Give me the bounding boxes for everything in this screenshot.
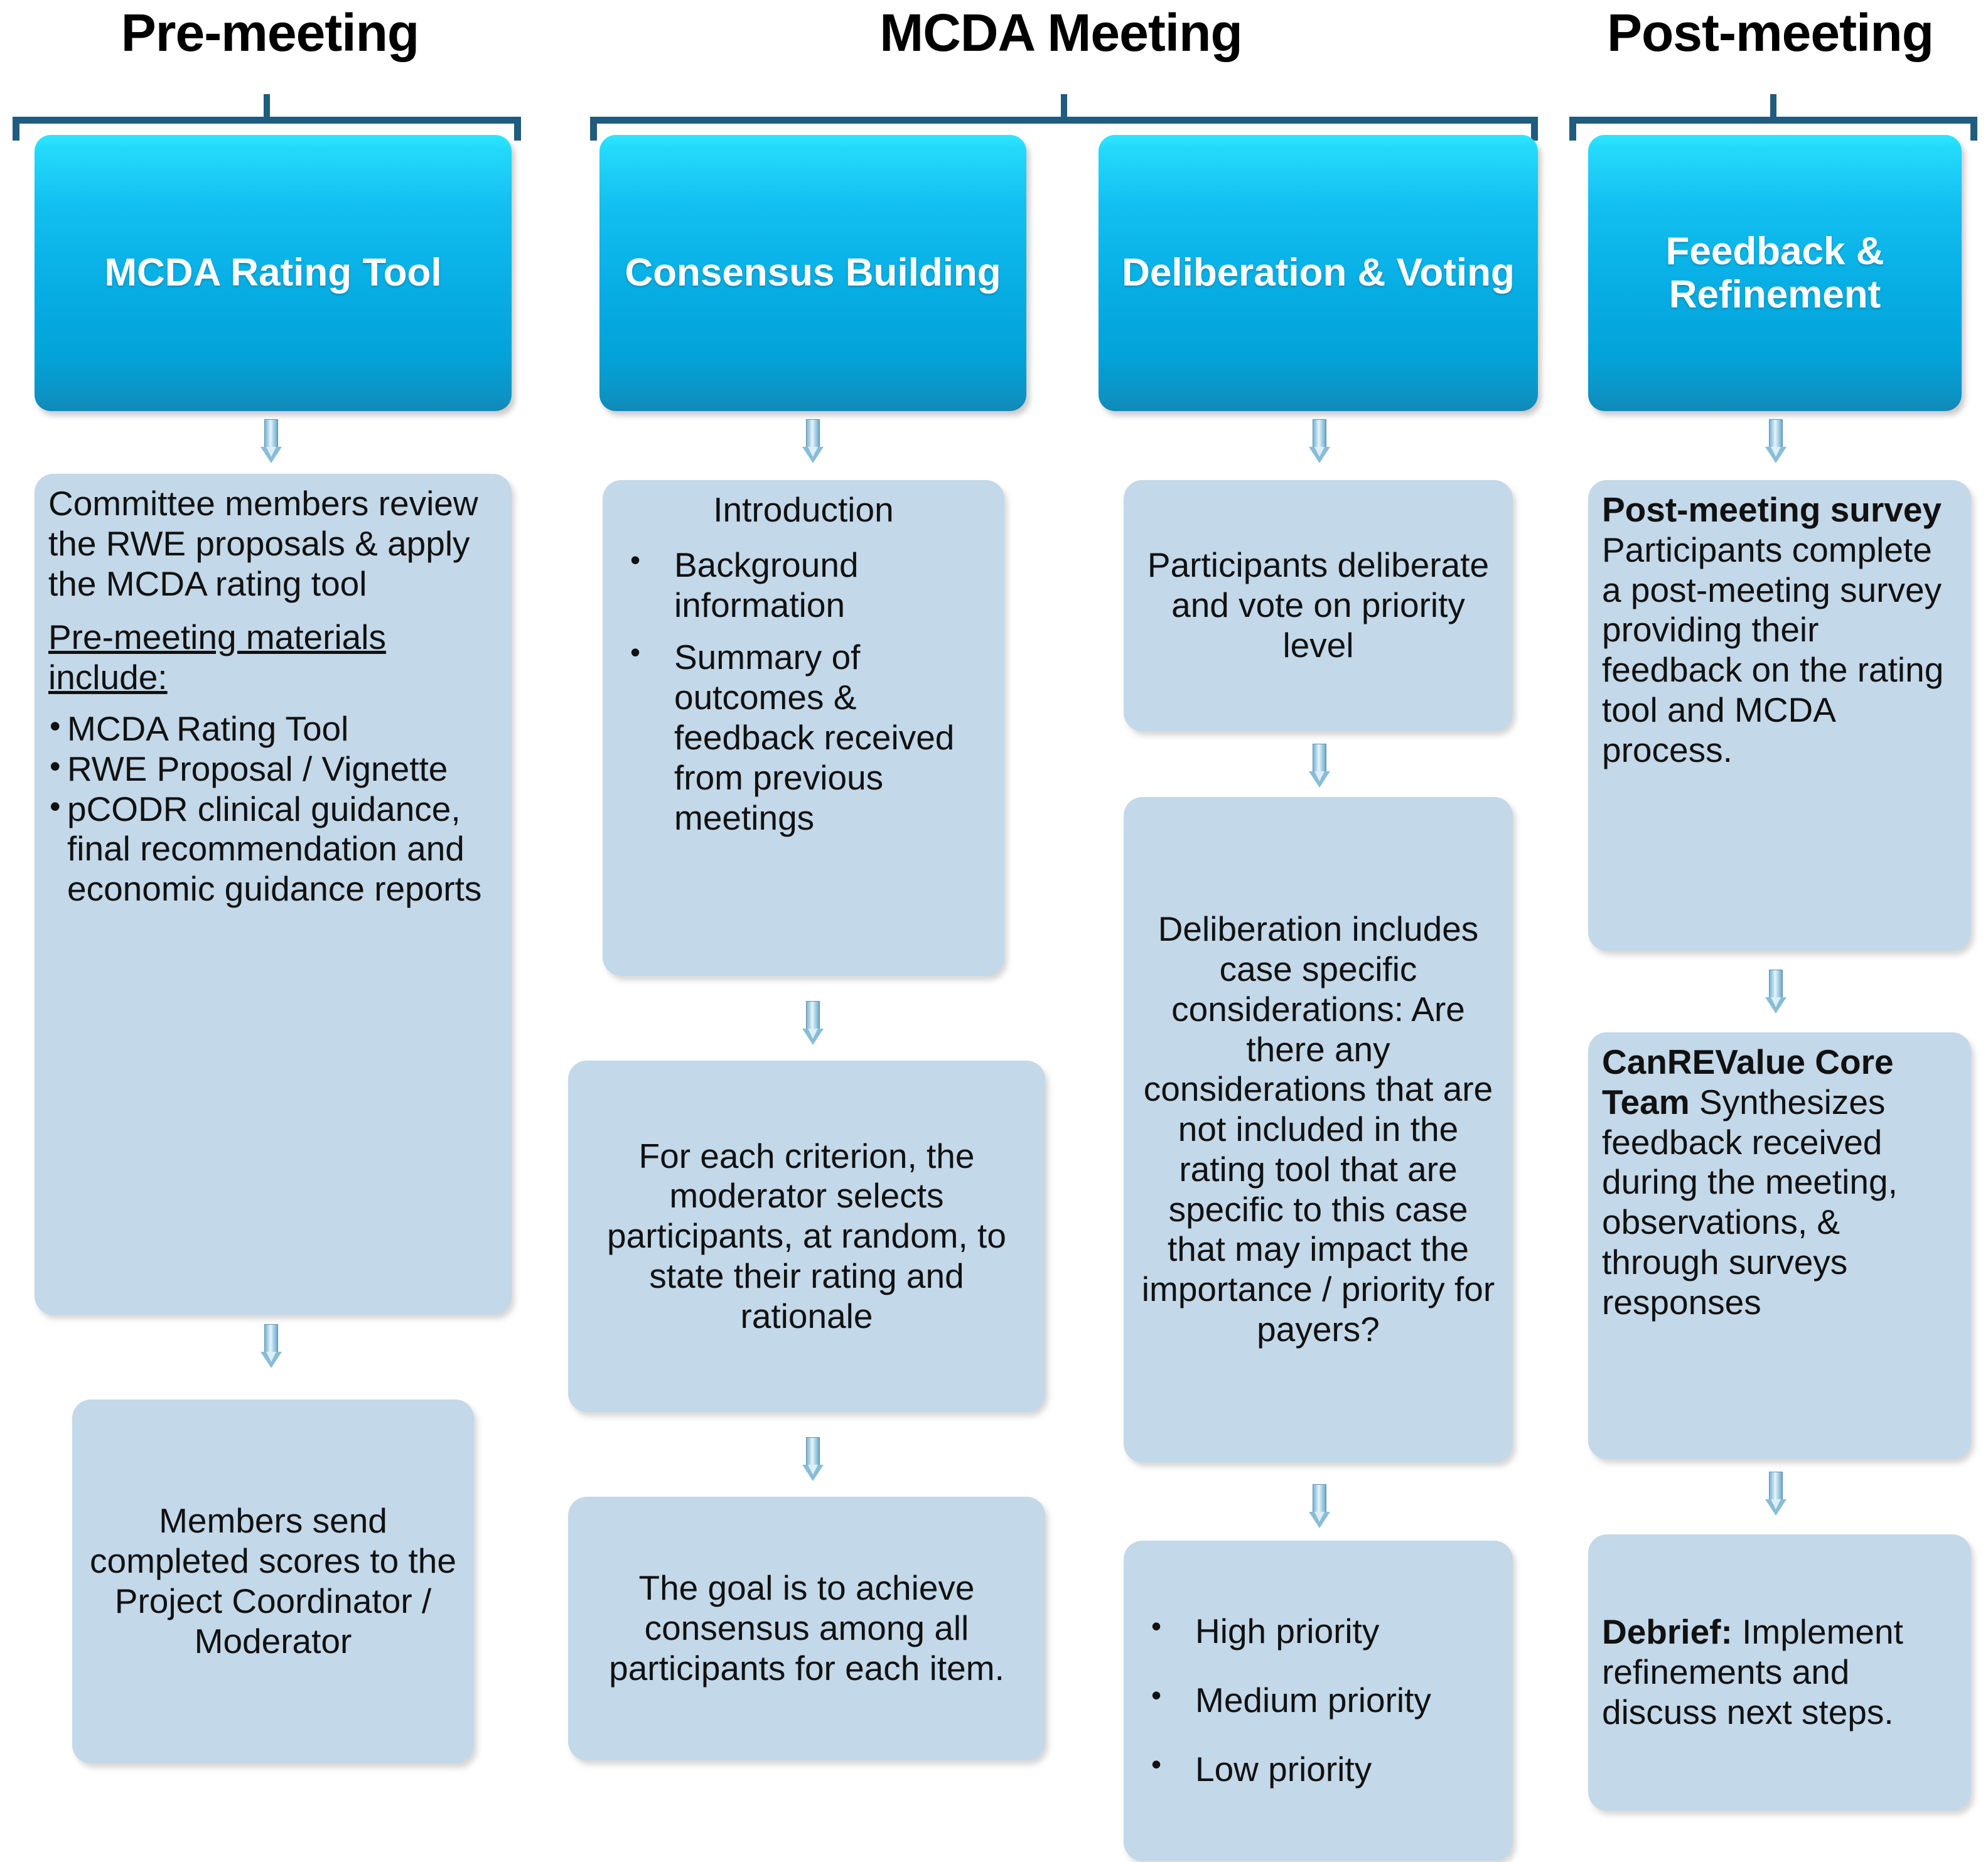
bracket-bar bbox=[13, 117, 521, 124]
arrow-head-highlight bbox=[1314, 1512, 1324, 1522]
bracket-tick-left bbox=[1569, 117, 1576, 141]
paragraph: Post-meeting survey Participants complet… bbox=[1602, 490, 1957, 771]
arrow-head-highlight bbox=[1771, 447, 1781, 457]
bracket-bar bbox=[1569, 117, 1977, 124]
arrow-shaft bbox=[1769, 1472, 1783, 1501]
arrow-shaft bbox=[1313, 744, 1326, 773]
connector-arrow bbox=[802, 419, 824, 463]
arrow-head-highlight bbox=[266, 1352, 276, 1362]
bracket-tick-right bbox=[514, 117, 521, 141]
paragraph-bold-prefix: CanREValue Core Team bbox=[1602, 1042, 1894, 1121]
arrow-shaft bbox=[264, 419, 278, 448]
bracket-mcda-meeting bbox=[590, 94, 1538, 141]
arrow-head-highlight bbox=[1771, 997, 1781, 1007]
content-box-core-team-synthesis: CanREValue Core Team Synthesizes feedbac… bbox=[1588, 1032, 1971, 1459]
arrow-shaft bbox=[1313, 1484, 1326, 1513]
paragraph: Members send completed scores to the Pro… bbox=[90, 1501, 456, 1661]
paragraph: CanREValue Core Team Synthesizes feedbac… bbox=[1602, 1042, 1957, 1323]
bracket-post-meeting bbox=[1569, 94, 1977, 141]
list-item: Low priority bbox=[1137, 1748, 1499, 1790]
content-box-consensus-goal: The goal is to achieve consensus among a… bbox=[568, 1497, 1045, 1760]
arrow-head-highlight bbox=[1314, 771, 1324, 781]
content-box-case-specific-considerations: Deliberation includes case specific cons… bbox=[1124, 797, 1513, 1462]
phase-title-mcda-meeting: MCDA Meeting bbox=[879, 3, 1243, 62]
bracket-stem bbox=[264, 94, 270, 118]
list-item: MCDA Rating Tool bbox=[48, 708, 498, 749]
arrow-head-highlight bbox=[808, 1029, 818, 1039]
list-item: Medium priority bbox=[1137, 1679, 1499, 1721]
bracket-tick-left bbox=[13, 117, 19, 141]
arrow-head-highlight bbox=[808, 447, 818, 457]
arrow-shaft bbox=[806, 419, 820, 448]
connector-arrow bbox=[1309, 744, 1330, 788]
paragraph: For each criterion, the moderator select… bbox=[607, 1136, 1006, 1335]
bracket-pre-meeting bbox=[13, 94, 521, 141]
header-box-deliberation-voting[interactable]: Deliberation & Voting bbox=[1099, 135, 1538, 411]
bracket-tick-left bbox=[590, 117, 597, 141]
content-box-moderator-selects: For each criterion, the moderator select… bbox=[568, 1061, 1045, 1412]
header-box-label: Deliberation & Voting bbox=[1122, 251, 1515, 295]
paragraph: The goal is to achieve consensus among a… bbox=[609, 1568, 1004, 1688]
connector-arrow bbox=[1765, 419, 1787, 463]
arrow-shaft bbox=[1769, 970, 1783, 998]
paragraph-text: Participants complete a post-meeting sur… bbox=[1602, 530, 1944, 769]
paragraph-underlined: Pre-meeting materials include: bbox=[48, 618, 386, 697]
paragraph: Participants deliberate and vote on prio… bbox=[1147, 545, 1490, 665]
bracket-bar bbox=[590, 117, 1538, 124]
list-item: High priority bbox=[1137, 1610, 1499, 1652]
bullet-list: Background information Summary of outcom… bbox=[616, 543, 991, 838]
arrow-shaft bbox=[264, 1324, 278, 1353]
connector-arrow bbox=[261, 419, 282, 463]
paragraph-text: Synthesizes feedback received during the… bbox=[1602, 1082, 1898, 1322]
connector-arrow bbox=[1309, 419, 1330, 463]
content-box-participants-deliberate: Participants deliberate and vote on prio… bbox=[1124, 480, 1513, 731]
bracket-tick-right bbox=[1970, 117, 1977, 141]
content-box-post-meeting-survey: Post-meeting survey Participants complet… bbox=[1588, 480, 1971, 951]
list-item: RWE Proposal / Vignette bbox=[48, 748, 498, 789]
content-box-priority-levels: High priority Medium priority Low priori… bbox=[1124, 1541, 1513, 1861]
header-box-label: MCDA Rating Tool bbox=[104, 251, 442, 295]
header-box-label: Consensus Building bbox=[625, 251, 1001, 295]
list-item: Background information bbox=[616, 543, 991, 626]
arrow-head-highlight bbox=[1314, 447, 1324, 457]
arrow-head-highlight bbox=[808, 1465, 818, 1475]
connector-arrow bbox=[1765, 970, 1787, 1014]
content-box-introduction: Introduction Background information Summ… bbox=[603, 480, 1004, 976]
bracket-stem bbox=[1770, 94, 1776, 118]
arrow-head-highlight bbox=[1771, 1499, 1781, 1509]
header-box-consensus-building[interactable]: Consensus Building bbox=[599, 135, 1026, 411]
connector-arrow bbox=[261, 1324, 282, 1368]
paragraph: Deliberation includes case specific cons… bbox=[1141, 909, 1495, 1349]
connector-arrow bbox=[802, 1001, 824, 1045]
paragraph: Committee members review the RWE proposa… bbox=[48, 484, 478, 603]
list-item: pCODR clinical guidance, final recommend… bbox=[48, 788, 498, 909]
bullet-list: MCDA Rating Tool RWE Proposal / Vignette… bbox=[48, 708, 498, 909]
header-box-label: Feedback & Refinement bbox=[1665, 229, 1884, 316]
list-item: Summary of outcomes & feedback received … bbox=[616, 636, 991, 838]
paragraph-bold-prefix: Post-meeting survey bbox=[1602, 490, 1942, 529]
connector-arrow bbox=[802, 1437, 824, 1481]
paragraph: Debrief: Implement refinements and discu… bbox=[1602, 1612, 1957, 1732]
arrow-shaft bbox=[1769, 419, 1783, 448]
arrow-shaft bbox=[806, 1001, 820, 1030]
bracket-stem bbox=[1061, 94, 1067, 118]
connector-arrow bbox=[1765, 1472, 1787, 1516]
connector-arrow bbox=[1309, 1484, 1330, 1528]
paragraph: Introduction bbox=[713, 490, 894, 529]
arrow-head-highlight bbox=[266, 447, 276, 457]
paragraph-text: Implement refinements and discuss next s… bbox=[1602, 1612, 1903, 1731]
header-box-mcda-rating-tool[interactable]: MCDA Rating Tool bbox=[35, 135, 512, 411]
content-box-committee-review: Committee members review the RWE proposa… bbox=[35, 474, 512, 1315]
header-box-feedback-refinement[interactable]: Feedback & Refinement bbox=[1588, 135, 1962, 411]
bracket-tick-right bbox=[1531, 117, 1538, 141]
content-box-debrief: Debrief: Implement refinements and discu… bbox=[1588, 1534, 1971, 1811]
arrow-shaft bbox=[806, 1437, 820, 1466]
paragraph-bold-prefix: Debrief: bbox=[1602, 1612, 1733, 1652]
phase-title-pre-meeting: Pre-meeting bbox=[121, 3, 419, 62]
bullet-list: High priority Medium priority Low priori… bbox=[1137, 1610, 1499, 1790]
arrow-shaft bbox=[1313, 419, 1326, 448]
content-box-members-send-scores: Members send completed scores to the Pro… bbox=[72, 1399, 474, 1763]
phase-title-post-meeting: Post-meeting bbox=[1606, 3, 1934, 62]
